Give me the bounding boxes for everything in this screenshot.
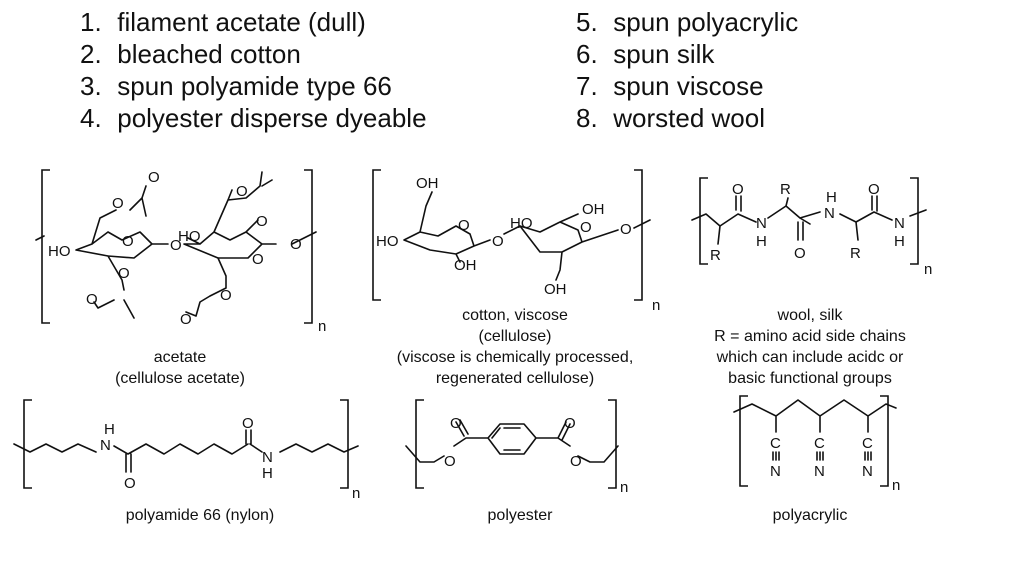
o2: O (242, 415, 254, 432)
o2: O (794, 245, 806, 262)
protein-structure: n O R N H R O H N R O N H (691, 177, 932, 278)
list-item: 1. filament acetate (dull) (80, 7, 366, 37)
r1: R (710, 247, 721, 264)
caption-polyacrylic: polyacrylic (772, 507, 848, 524)
o-ring2: O (580, 219, 592, 236)
subscript-n: n (318, 318, 326, 335)
bracket-left (699, 177, 708, 265)
o-top1b: O (112, 195, 124, 212)
list-item: 2. bleached cotton (80, 39, 301, 69)
ho-mid: HO (510, 215, 533, 232)
bracket-left (739, 395, 748, 487)
o-end: O (290, 236, 302, 253)
cellulose-structure: n OH O HO OH O HO OH O OH O (372, 169, 660, 314)
fiber-list-right: 5. spun polyacrylic 6. spun silk 7. spun… (576, 6, 798, 134)
polyester-structure: n O O O O (405, 399, 628, 496)
c3: C (862, 435, 873, 452)
bracket-left (415, 399, 424, 489)
bracket-left (41, 169, 50, 324)
n1: N (100, 437, 111, 454)
oh-top: OH (416, 175, 439, 192)
list-item: 3. spun polyamide type 66 (80, 71, 392, 101)
oh-bot2: OH (544, 281, 567, 298)
caption-nylon: polyamide 66 (nylon) (125, 507, 275, 524)
acetate-structure: n O O O HO O O O HO O O O O O O (35, 169, 326, 335)
h1: H (104, 421, 115, 438)
subscript-n: n (892, 477, 900, 494)
o-c2: O (564, 415, 576, 432)
r3: R (850, 245, 861, 262)
bracket-right (880, 395, 889, 487)
list-item: 6. spun silk (576, 39, 715, 69)
n3: N (894, 215, 905, 232)
subscript-n: n (924, 261, 932, 278)
bracket-right (340, 399, 349, 489)
polyacrylic-bonds (733, 399, 897, 461)
subscript-n: n (652, 297, 660, 314)
n1: N (756, 215, 767, 232)
oh-bot1: OH (454, 257, 477, 274)
o-link: O (170, 237, 182, 254)
subscript-n: n (352, 485, 360, 502)
o-end: O (620, 221, 632, 238)
o-ring1: O (458, 217, 470, 234)
caption-protein: wool, silk R = amino acid side chains wh… (714, 307, 906, 387)
n3: N (862, 463, 873, 480)
c1: C (770, 435, 781, 452)
bracket-right (634, 169, 643, 301)
o-ring2: O (252, 251, 264, 268)
ho-left: HO (376, 233, 399, 250)
acetate-bonds (35, 171, 317, 319)
n2: N (814, 463, 825, 480)
polyester-bonds (405, 419, 619, 463)
o-e1: O (444, 453, 456, 470)
bracket-right (304, 169, 313, 324)
caption-cellulose: cotton, viscose (cellulose) (viscose is … (396, 307, 634, 387)
bracket-left (372, 169, 381, 301)
h-top: H (826, 189, 837, 206)
o-c1: O (450, 415, 462, 432)
caption-polyester: polyester (487, 507, 553, 524)
o1: O (124, 475, 136, 492)
bracket-left (23, 399, 32, 489)
o-bot1b: O (86, 291, 98, 308)
o-bot2b: O (180, 311, 192, 328)
h2: H (262, 465, 273, 482)
o-top1: O (148, 169, 160, 186)
o-e2: O (570, 453, 582, 470)
n1: N (770, 463, 781, 480)
c2: C (814, 435, 825, 452)
o-bot2: O (220, 287, 232, 304)
list-item: 7. spun viscose (576, 71, 764, 101)
list-item: 4. polyester disperse dyeable (80, 103, 427, 133)
nylon-structure: n H N O O N H (13, 399, 360, 502)
o-link: O (492, 233, 504, 250)
n2: N (262, 449, 273, 466)
caption-acetate: acetate (cellulose acetate) (115, 349, 245, 387)
o-top2: O (236, 183, 248, 200)
bracket-right (910, 177, 919, 265)
ho1: HO (48, 243, 71, 260)
protein-bonds (691, 195, 927, 245)
fiber-list-left: 1. filament acetate (dull) 2. bleached c… (80, 6, 427, 134)
r2: R (780, 181, 791, 198)
o-ring1: O (122, 233, 134, 250)
o-top2b: O (256, 213, 268, 230)
nylon-bonds (13, 429, 359, 473)
n-top: N (824, 205, 835, 222)
ho2: HO (178, 228, 201, 245)
polyacrylic-structure: n C N C N C N (733, 395, 900, 494)
subscript-n: n (620, 479, 628, 496)
oh-right: OH (582, 201, 605, 218)
cellulose-bonds (403, 191, 651, 281)
o1: O (732, 181, 744, 198)
o-bot1: O (118, 265, 130, 282)
h3: H (894, 233, 905, 250)
list-item: 5. spun polyacrylic (576, 7, 799, 37)
bracket-right (608, 399, 617, 489)
h1: H (756, 233, 767, 250)
o3: O (868, 181, 880, 198)
list-item: 8. worsted wool (576, 103, 765, 133)
